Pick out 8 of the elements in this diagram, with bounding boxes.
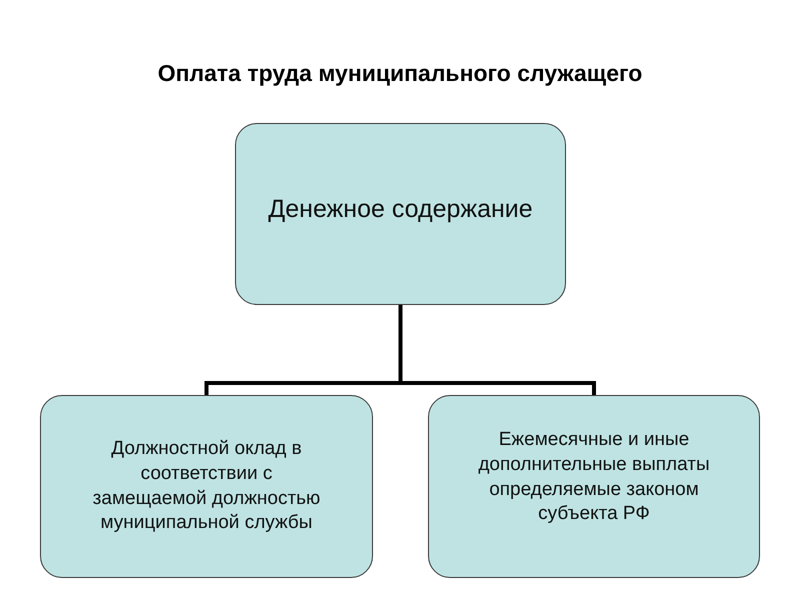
connector-line bbox=[398, 305, 596, 395]
title: Оплата труда муниципального служащего bbox=[158, 60, 642, 87]
rounded-box bbox=[235, 123, 566, 305]
rounded-box bbox=[428, 395, 760, 578]
box-text: Денежное содержание bbox=[268, 194, 533, 225]
box-text: Должностной оклад в соответствии с замещаемой должностью муниципальной службы bbox=[92, 437, 322, 536]
box-text: Ежемесячные и иные дополнительные выплаты определяемые законом субъекта РФ bbox=[477, 428, 711, 526]
rounded-box bbox=[40, 395, 373, 578]
